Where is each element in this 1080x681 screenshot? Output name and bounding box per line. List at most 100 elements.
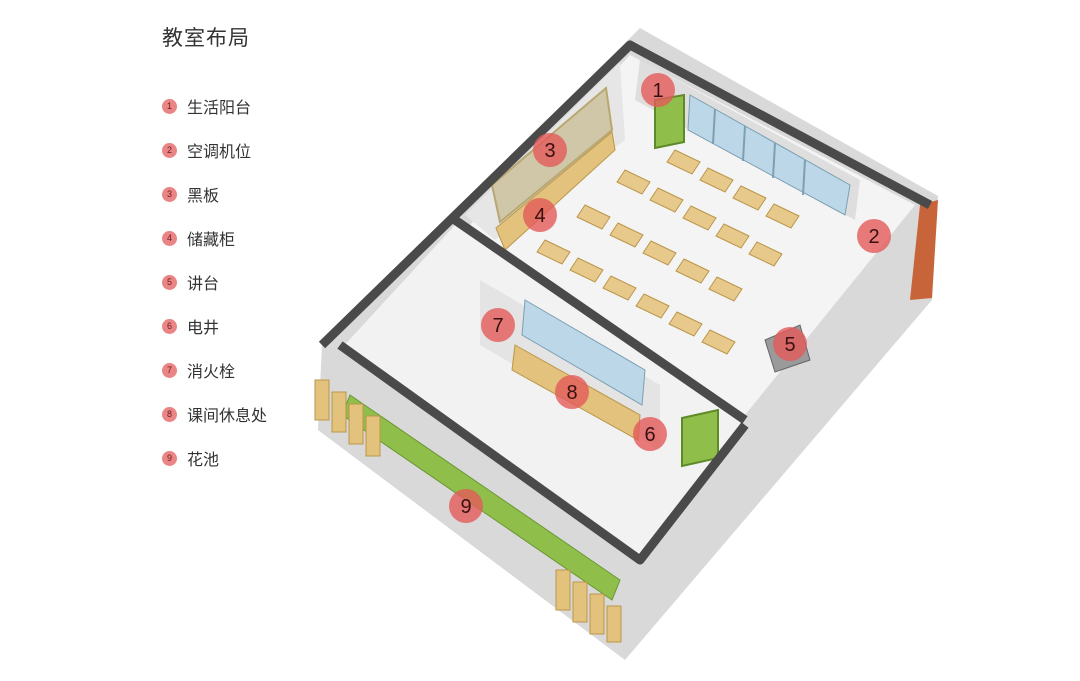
legend-badge: 2: [162, 142, 177, 158]
marker-number: 8: [566, 382, 577, 404]
desk: [666, 149, 701, 175]
corridor-window-strip: [521, 299, 646, 406]
marker-circle: [555, 375, 589, 409]
legend-badge: 4: [162, 230, 177, 246]
marker-number: 3: [544, 140, 555, 162]
planter-box: [365, 415, 381, 457]
legend-item-3: 3 黑板: [162, 172, 267, 216]
desk: [715, 223, 750, 249]
desk: [668, 311, 703, 337]
legend-badge: 8: [162, 406, 177, 422]
desk: [609, 222, 644, 248]
partition-wall: [452, 216, 748, 424]
marker-1: 1: [641, 73, 675, 107]
legend-label: 消火栓: [187, 362, 236, 381]
window-mullion: [802, 159, 806, 196]
legend-badge: 1: [162, 98, 177, 114]
marker-number: 1: [652, 80, 663, 102]
marker-circle: [449, 489, 483, 523]
marker-number: 7: [492, 315, 503, 337]
legend-item-9: 9 花池: [162, 436, 267, 480]
marker-7: 7: [481, 308, 515, 342]
window-mullion: [772, 142, 776, 179]
marker-number: 5: [784, 334, 795, 356]
marker-circle: [641, 73, 675, 107]
marker-circle: [633, 417, 667, 451]
marker-circle: [523, 198, 557, 232]
planter-box: [555, 569, 571, 611]
window-mullion: [712, 108, 716, 145]
planter-box: [589, 593, 605, 635]
marker-number: 2: [868, 226, 879, 248]
legend-item-8: 8 课间休息处: [162, 392, 267, 436]
desk-grid: [536, 149, 800, 355]
marker-number: 6: [644, 424, 655, 446]
planter-box: [348, 403, 364, 445]
legend-label: 储藏柜: [187, 230, 236, 249]
legend-badge: 7: [162, 362, 177, 378]
planters: [314, 379, 622, 643]
marker-3: 3: [533, 133, 567, 167]
diagram-title: 教室布局: [162, 26, 250, 50]
desk: [635, 293, 670, 319]
desk: [642, 240, 677, 266]
marker-2: 2: [857, 219, 891, 253]
legend-item-6: 6 电井: [162, 304, 267, 348]
desk: [649, 187, 684, 213]
marker-number: 9: [460, 496, 471, 518]
desk: [536, 239, 571, 265]
legend-label: 讲台: [187, 274, 220, 293]
legend: 1 生活阳台 2 空调机位 3 黑板 4 储藏柜 5 讲台 6 电井 7 消火栓 8 课间休息处…: [162, 84, 267, 480]
legend-badge: 6: [162, 318, 177, 334]
legend-item-7: 7 消火栓: [162, 348, 267, 392]
outer-wall-north: [318, 40, 933, 349]
window-strip: [687, 94, 851, 216]
window-mullion: [742, 125, 746, 162]
marker-circle: [533, 133, 567, 167]
marker-9: 9: [449, 489, 483, 523]
marker-5: 5: [773, 327, 807, 361]
desk: [675, 258, 710, 284]
legend-label: 生活阳台: [187, 98, 252, 117]
desk: [732, 185, 767, 211]
electrical-shaft-door: [681, 408, 719, 468]
planter-box: [606, 605, 622, 643]
desk: [699, 167, 734, 193]
desk: [701, 329, 736, 355]
legend-badge: 9: [162, 450, 177, 466]
balcony-floor: [340, 225, 745, 560]
legend-label: 课间休息处: [187, 406, 268, 425]
desk: [765, 203, 800, 229]
legend-label: 花池: [187, 450, 220, 469]
legend-label: 空调机位: [187, 142, 252, 161]
marker-6: 6: [633, 417, 667, 451]
marker-4: 4: [523, 198, 557, 232]
legend-item-2: 2 空调机位: [162, 128, 267, 172]
legend-item-4: 4 储藏柜: [162, 216, 267, 260]
desk: [682, 205, 717, 231]
desk: [576, 204, 611, 230]
marker-circle: [481, 308, 515, 342]
desk: [708, 276, 743, 302]
ac-unit-panel: [910, 200, 938, 300]
marker-8: 8: [555, 375, 589, 409]
planter-box: [572, 581, 588, 623]
balcony-door: [654, 93, 685, 150]
marker-circle: [857, 219, 891, 253]
legend-item-1: 1 生活阳台: [162, 84, 267, 128]
marker-number: 4: [534, 205, 545, 227]
desk: [602, 275, 637, 301]
planter-box: [314, 379, 330, 421]
outer-wall-south: [337, 341, 749, 565]
legend-label: 电井: [187, 318, 220, 337]
legend-badge: 3: [162, 186, 177, 202]
legend-badge: 5: [162, 274, 177, 290]
wall-outlines: [318, 40, 933, 565]
desk: [569, 257, 604, 283]
legend-label: 黑板: [187, 186, 220, 205]
marker-circle: [773, 327, 807, 361]
legend-item-5: 5 讲台: [162, 260, 267, 304]
planter-box: [331, 391, 347, 433]
desk: [748, 241, 783, 267]
